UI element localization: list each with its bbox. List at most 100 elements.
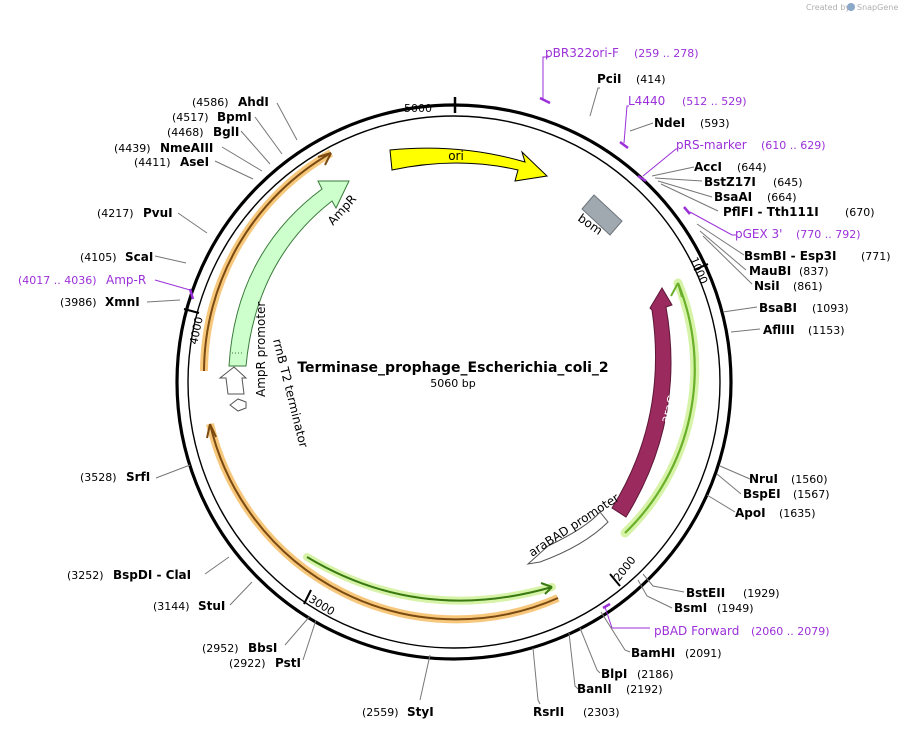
enzyme-bspei-pos: (1567) [793, 488, 830, 501]
primer-l4440-range: (512 .. 529) [682, 95, 747, 108]
ampr-promoter-feature[interactable] [218, 366, 248, 395]
tick-mark-2000 [609, 573, 621, 587]
enzyme-pcii-name[interactable]: PciI [597, 72, 622, 86]
primer-pbr322orif-name[interactable]: pBR322ori-F [545, 46, 619, 60]
leader-maubi [699, 230, 747, 271]
enzyme-bstz17i-pos: (645) [773, 176, 803, 189]
enzyme-pflfi-name[interactable]: PflFI - Tth111I [723, 205, 819, 219]
enzyme-afliii-name[interactable]: AflIII [763, 323, 795, 337]
enzyme-apoi-pos: (1635) [779, 507, 816, 520]
primer-prsmarker-name[interactable]: pRS-marker [676, 138, 747, 152]
leader-pflfi [660, 183, 719, 212]
enzyme-apoi-name[interactable]: ApoI [735, 506, 766, 520]
orange-orf-left-line [203, 152, 332, 372]
enzyme-rsrii-pos: (2303) [583, 706, 620, 719]
leader-bsteii [642, 573, 685, 593]
enzyme-rsrii-name[interactable]: RsrII [533, 705, 564, 719]
leader-bbsi [284, 615, 311, 646]
primer-l4440-name[interactable]: L4440 [628, 94, 665, 108]
enzyme-bsmbi-pos: (771) [861, 250, 891, 263]
leader-bspei [716, 473, 742, 495]
enzyme-asei-name[interactable]: AseI [180, 155, 209, 169]
leader-asei [214, 160, 254, 180]
enzyme-scai-pos: (4105) [80, 251, 117, 264]
plasmid-title-block: Terminase_prophage_Escherichia_coli_2 50… [297, 360, 608, 390]
leader-scai [154, 255, 187, 264]
primer-mark-pbadforward [602, 602, 611, 610]
leader-banii [568, 632, 579, 690]
enzyme-bsaai-pos: (664) [767, 191, 797, 204]
leader-styi [419, 654, 431, 701]
primer-mark-pgex3 [683, 206, 691, 215]
enzyme-banii-pos: (2192) [626, 683, 663, 696]
plasmid-name: Terminase_prophage_Escherichia_coli_2 [297, 360, 608, 376]
primer-pbadforward-name[interactable]: pBAD Forward [654, 624, 739, 638]
enzyme-nsii-name[interactable]: NsiI [754, 279, 780, 293]
enzyme-srfi-pos: (3528) [80, 471, 117, 484]
rrnb-terminator-feature[interactable] [229, 398, 247, 412]
enzyme-pflfi-pos: (670) [845, 206, 875, 219]
backbone-inner-ring [187, 115, 721, 649]
enzyme-pvui-name[interactable]: PvuI [143, 206, 173, 220]
enzyme-bsabi-name[interactable]: BsaBI [759, 301, 797, 315]
leader-nmeaiii [221, 146, 263, 172]
enzyme-nrui-name[interactable]: NruI [749, 472, 778, 486]
ori-feature[interactable] [389, 147, 549, 182]
plasmid-size: 5060 bp [430, 377, 475, 390]
enzyme-maubi-name[interactable]: MauBI [749, 264, 791, 278]
primer-ampr-name[interactable]: Amp-R [106, 273, 146, 287]
primer-pbr322orif-range: (259 .. 278) [634, 47, 699, 60]
enzyme-psti-pos: (2922) [229, 657, 266, 670]
enzyme-bbsi-name[interactable]: BbsI [248, 641, 277, 655]
enzyme-styi-pos: (2559) [362, 706, 399, 719]
enzyme-xmni-name[interactable]: XmnI [105, 295, 140, 309]
enzyme-blpi-name[interactable]: BlpI [601, 667, 627, 681]
enzyme-bpmi-name[interactable]: BpmI [217, 110, 252, 124]
enzyme-bsteii-name[interactable]: BstEII [686, 586, 725, 600]
leader-bstz17i [654, 177, 703, 182]
enzyme-scai-name[interactable]: ScaI [125, 250, 153, 264]
enzyme-ahdi-name[interactable]: AhdI [238, 95, 269, 109]
enzyme-acci-name[interactable]: AccI [694, 160, 722, 174]
enzyme-bsmi-name[interactable]: BsmI [674, 601, 707, 615]
enzyme-bspdi-name[interactable]: BspDI - ClaI [113, 568, 191, 582]
enzyme-pcii-pos: (414) [636, 73, 666, 86]
enzyme-ndei-name[interactable]: NdeI [654, 116, 685, 130]
enzyme-bgli-pos: (4468) [167, 126, 204, 139]
orange-orf-left-arrowhead [317, 152, 332, 166]
enzyme-acci-pos: (644) [737, 161, 767, 174]
enzyme-stui-name[interactable]: StuI [198, 599, 225, 613]
tick-label-2000: 2000 [611, 554, 638, 584]
ampr-feature[interactable] [228, 180, 350, 367]
enzyme-bsaai-name[interactable]: BsaAI [714, 190, 752, 204]
arac-orf-arrowhead [670, 282, 683, 298]
enzyme-bsmbi-name[interactable]: BsmBI - Esp3I [744, 249, 836, 263]
enzyme-nmeaiii-pos: (4439) [114, 142, 151, 155]
enzyme-psti-name[interactable]: PstI [275, 656, 301, 670]
enzyme-blpi-pos: (2186) [637, 668, 674, 681]
enzyme-styi-name[interactable]: StyI [407, 705, 434, 719]
primer-pgex3-name[interactable]: pGEX 3' [735, 227, 782, 241]
enzyme-srfi-name[interactable]: SrfI [126, 470, 150, 484]
enzyme-bpmi-pos: (4517) [172, 111, 209, 124]
enzyme-bspei-name[interactable]: BspEI [743, 487, 781, 501]
enzyme-bstz17i-name[interactable]: BstZ17I [704, 175, 756, 189]
enzyme-nmeaiii-name[interactable]: NmeAIII [160, 141, 213, 155]
arac-feature[interactable] [611, 287, 673, 518]
credit-brand: SnapGene [857, 3, 898, 12]
bom-feature[interactable] [581, 194, 623, 236]
enzyme-afliii-pos: (1153) [808, 324, 845, 337]
leader-ndei [629, 122, 654, 132]
leader-nsii [702, 235, 753, 285]
tick-mark-1000 [693, 263, 709, 271]
arabad-promoter-feature[interactable] [526, 511, 609, 565]
enzyme-bamhi-name[interactable]: BamHI [631, 646, 675, 660]
leader-srfi [155, 464, 191, 479]
enzyme-banii-name[interactable]: BanII [577, 682, 612, 696]
snapgene-logo-icon [847, 3, 855, 11]
enzyme-nrui-pos: (1560) [791, 473, 828, 486]
enzyme-bgli-name[interactable]: BglI [213, 125, 239, 139]
features: ori bom araC araBAD promoter AmpR Am [200, 147, 700, 624]
enzyme-nsii-pos: (861) [793, 280, 823, 293]
